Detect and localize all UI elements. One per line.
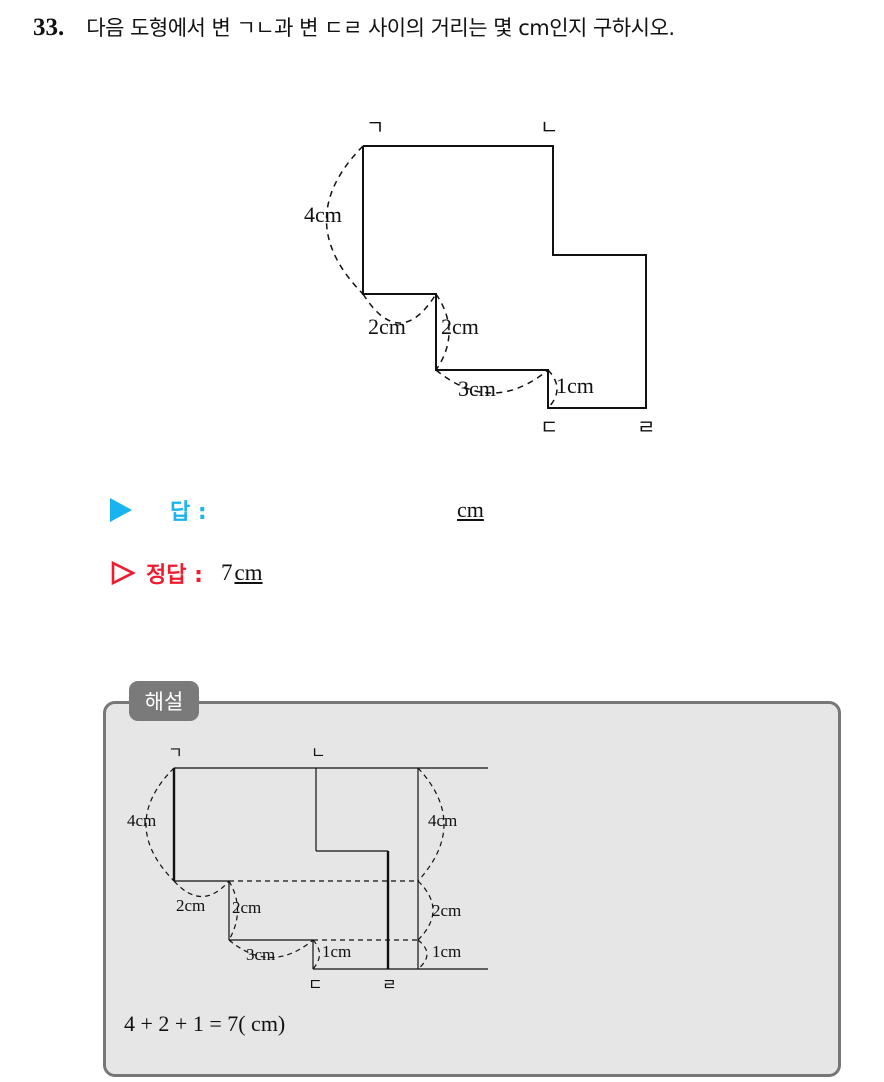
answer-label: 답 : bbox=[170, 500, 207, 525]
correct-answer-row: 정답 : 7cm bbox=[110, 557, 263, 589]
arc-2cm-vertical bbox=[435, 293, 450, 371]
arc-4cm bbox=[325, 145, 364, 295]
correct-answer-value: 7cm bbox=[220, 560, 263, 585]
question: 33. 다음 도형에서 변 ㄱㄴ과 변 ㄷㄹ 사이의 거리는 몇 cm인지 구하시… bbox=[33, 12, 873, 42]
measure-3cm: 3cm bbox=[458, 376, 496, 401]
question-number: 33. bbox=[33, 14, 65, 41]
play-filled-icon bbox=[110, 498, 132, 522]
solution-tag: 해설 bbox=[129, 681, 199, 721]
measure-4cm: 4cm bbox=[304, 202, 342, 227]
arc-1cm bbox=[547, 369, 558, 409]
figure-outline bbox=[362, 145, 647, 409]
label-d: ㄹ bbox=[637, 415, 655, 439]
answer-blank-unit[interactable]: cm bbox=[457, 497, 484, 522]
measure-2cm-h: 2cm bbox=[368, 314, 406, 339]
measure-2cm-v: 2cm bbox=[441, 314, 479, 339]
measure-1cm: 1cm bbox=[556, 373, 594, 398]
play-outline-icon bbox=[111, 560, 136, 586]
question-text: 다음 도형에서 변 ㄱㄴ과 변 ㄷㄹ 사이의 거리는 몇 cm인지 구하시오. bbox=[86, 16, 675, 40]
answer-row: 답 : bbox=[110, 494, 207, 526]
label-b: ㄴ bbox=[540, 115, 558, 139]
solution-equation: 4 + 2 + 1 = 7( cm) bbox=[124, 1011, 286, 1036]
label-a: ㄱ bbox=[366, 115, 384, 139]
label-c: ㄷ bbox=[540, 415, 558, 439]
arc-3cm bbox=[435, 369, 549, 394]
correct-answer-label: 정답 : bbox=[146, 563, 203, 588]
arc-2cm-horizontal bbox=[362, 293, 437, 324]
